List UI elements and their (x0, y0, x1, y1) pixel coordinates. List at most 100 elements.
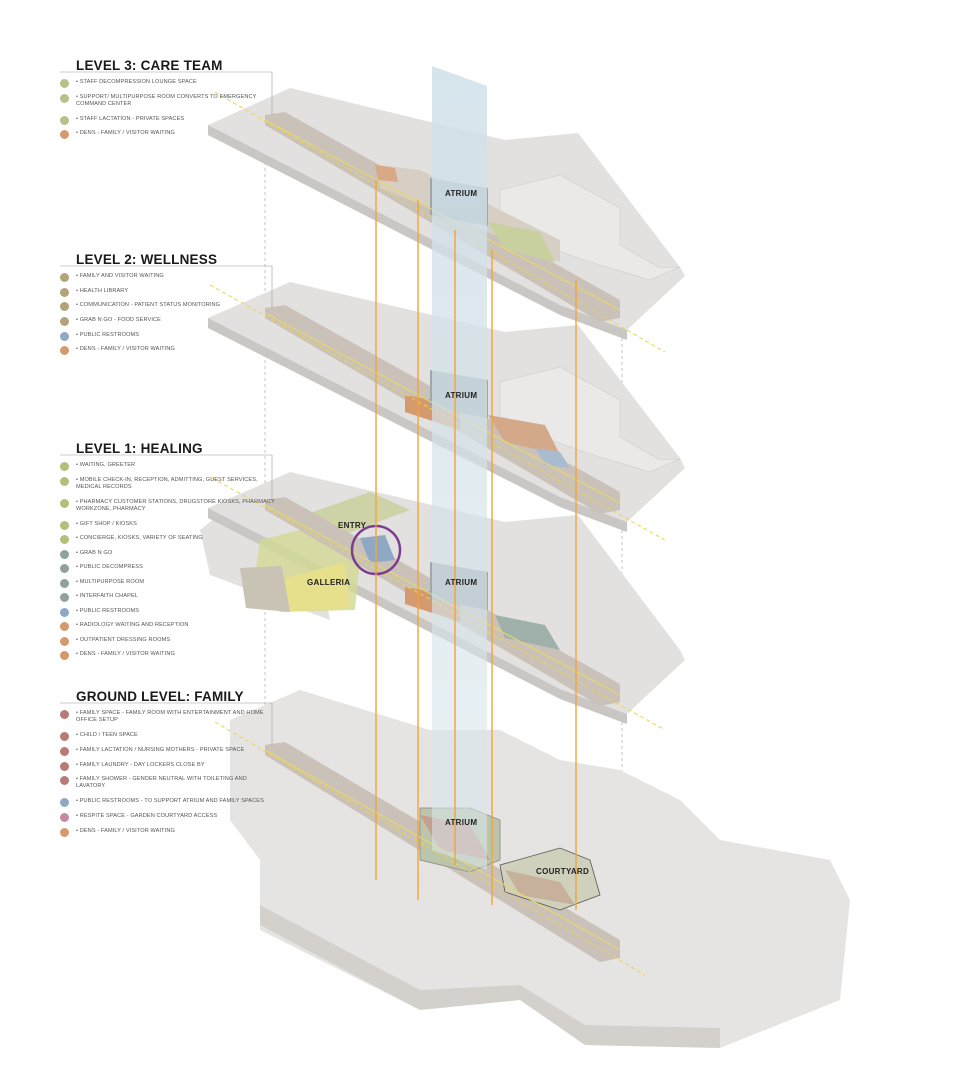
legend-item: • GRAB N GO - FOOD SERVICE (60, 317, 275, 326)
legend-swatch (60, 273, 69, 282)
legend-swatch (60, 798, 69, 807)
legend-item: • PUBLIC RESTROOMS (60, 331, 275, 341)
legend-item-label: • RADIOLOGY WAITING AND RECEPTION (76, 622, 189, 628)
legend-item: • OUTPATIENT DRESSING ROOMS (60, 636, 275, 646)
legend-swatch (60, 746, 69, 756)
legend-swatch (60, 710, 69, 719)
legend-item-label: • FAMILY SHOWER - GENDER NEUTRAL WITH TO… (76, 776, 247, 789)
legend-swatch (60, 732, 69, 741)
legend-item: • FAMILY LAUNDRY - DAY LOCKERS CLOSE BY (60, 761, 275, 771)
legend-item: • FAMILY SPACE - FAMILY ROOM WITH ENTERT… (60, 710, 275, 724)
legend-item: • DENS - FAMILY / VISITOR WAITING (60, 346, 275, 355)
legend-swatch (60, 93, 69, 103)
legend-item-label: • FAMILY AND VISITOR WAITING (76, 273, 164, 279)
legend-item-label: • GRAB N GO (76, 549, 113, 556)
legend-item-label: • PUBLIC RESTROOMS (76, 607, 140, 614)
atrium-label-level-2: ATRIUM (445, 391, 477, 400)
legend-item-label: • GIFT SHOP / KIOSKS (76, 520, 137, 527)
leader-level-2 (60, 265, 273, 308)
legend-item-label: • STAFF DECOMPRESSION LOUNGE SPACE (76, 79, 197, 85)
legend-title-ground: GROUND LEVEL: FAMILY (76, 689, 244, 704)
legend-leaders (60, 71, 273, 745)
legend-item: • WAITING, GREETER (60, 462, 275, 471)
legend-item: • GIFT SHOP / KIOSKS (60, 520, 275, 530)
legend-item-label: • STAFF LACTATION - PRIVATE SPACES (76, 115, 185, 122)
vertical-columns (375, 180, 577, 910)
legend-item-label: • PUBLIC RESTROOMS - TO SUPPORT ATRIUM A… (76, 798, 264, 804)
legend-swatch (60, 651, 69, 660)
legend-list-level-1: • WAITING, GREETER • MOBILE CHECK-IN, REC… (60, 462, 275, 660)
legend-item: • STAFF LACTATION - PRIVATE SPACES (60, 115, 275, 125)
legend-item-label: • DENS - FAMILY / VISITOR WAITING (76, 346, 175, 352)
legend-item-label: • HEALTH LIBRARY (76, 287, 129, 294)
atrium-label-level-1: ATRIUM (445, 578, 477, 587)
legend-item-label: • PUBLIC DECOMPRESS (76, 564, 143, 570)
legend-item: • PHARMACY CUSTOMER STATIONS, DRUGSTORE … (60, 498, 275, 513)
legend-item-label: • SUPPORT/ MULTIPURPOSE ROOM CONVERTS TO… (76, 93, 257, 107)
legend-item-label: • OUTPATIENT DRESSING ROOMS (76, 636, 171, 643)
legend-item-label: • CONCIERGE, KIOSKS, VARIETY OF SEATING (76, 535, 203, 541)
legend-swatch (60, 813, 69, 822)
legend-item: • PUBLIC RESTROOMS (60, 607, 275, 617)
legend-title-level-3: LEVEL 3: CARE TEAM (76, 58, 223, 73)
legend-item: • FAMILY SHOWER - GENDER NEUTRAL WITH TO… (60, 776, 275, 790)
legend-swatch (60, 520, 69, 530)
atrium-label-level-3: ATRIUM (445, 189, 477, 198)
courtyard-label: COURTYARD (536, 867, 589, 876)
legend-swatch (60, 79, 69, 88)
circulation-arrow-ground (214, 721, 646, 976)
legend-list-ground: • FAMILY SPACE - FAMILY ROOM WITH ENTERT… (60, 710, 275, 837)
legend-item-label: • CHILD / TEEN SPACE (76, 732, 138, 738)
legend-swatch (60, 776, 69, 785)
legend-item: • PUBLIC RESTROOMS - TO SUPPORT ATRIUM A… (60, 798, 275, 807)
legend-item-label: • FAMILY SPACE - FAMILY ROOM WITH ENTERT… (76, 710, 264, 723)
legend-item: • DENS - FAMILY / VISITOR WAITING (60, 130, 275, 139)
legend-swatch (60, 636, 69, 646)
legend-swatch (60, 302, 69, 311)
legend-item: • FAMILY LACTATION / NURSING MOTHERS - P… (60, 746, 275, 756)
legend-swatch (60, 346, 69, 355)
legend-swatch (60, 287, 69, 297)
legend-item-label: • MULTIPURPOSE ROOM (76, 578, 145, 585)
legend-list-level-2: • FAMILY AND VISITOR WAITING • HEALTH LIB… (60, 273, 275, 355)
floor-plate-ground (214, 690, 850, 1048)
legend-swatch (60, 593, 69, 602)
legend-item-label: • MOBILE CHECK-IN, RECEPTION, ADMITTING,… (76, 476, 258, 490)
legend-item: • DENS - FAMILY / VISITOR WAITING (60, 827, 275, 837)
legend-item: • CHILD / TEEN SPACE (60, 732, 275, 741)
legend-item-label: • DENS - FAMILY / VISITOR WAITING (76, 827, 175, 834)
legend-level-1: LEVEL 1: HEALING • WAITING, GREETER • MOB… (60, 441, 275, 666)
legend-item-label: • DENS - FAMILY / VISITOR WAITING (76, 130, 175, 136)
legend-item-label: • PUBLIC RESTROOMS (76, 331, 140, 338)
legend-item: • PUBLIC DECOMPRESS (60, 564, 275, 573)
legend-item: • DENS - FAMILY / VISITOR WAITING (60, 651, 275, 660)
galleria-label: GALLERIA (307, 578, 350, 587)
legend-swatch (60, 578, 69, 588)
leader-ground (60, 702, 273, 745)
legend-item-label: • GRAB N GO - FOOD SERVICE (76, 317, 161, 323)
legend-level-2: LEVEL 2: WELLNESS • FAMILY AND VISITOR W… (60, 252, 275, 361)
legend-swatch (60, 607, 69, 617)
legend-swatch (60, 622, 69, 631)
leader-level-3 (60, 71, 273, 115)
legend-swatch (60, 462, 69, 471)
legend-item-label: • DENS - FAMILY / VISITOR WAITING (76, 651, 175, 657)
legend-item: • MULTIPURPOSE ROOM (60, 578, 275, 588)
legend-item-label: • WAITING, GREETER (76, 462, 136, 468)
legend-title-level-1: LEVEL 1: HEALING (76, 441, 203, 456)
legend-item: • STAFF DECOMPRESSION LOUNGE SPACE (60, 79, 275, 88)
legend-list-level-3: • STAFF DECOMPRESSION LOUNGE SPACE • SUPP… (60, 79, 275, 139)
legend-item: • FAMILY AND VISITOR WAITING (60, 273, 275, 282)
legend-item-label: • FAMILY LAUNDRY - DAY LOCKERS CLOSE BY (76, 761, 205, 768)
legend-item-label: • FAMILY LACTATION / NURSING MOTHERS - P… (76, 746, 245, 753)
legend-item: • INTERFAITH CHAPEL (60, 593, 275, 602)
legend-swatch (60, 535, 69, 544)
legend-item: • SUPPORT/ MULTIPURPOSE ROOM CONVERTS TO… (60, 93, 275, 108)
legend-level-3: LEVEL 3: CARE TEAM • STAFF DECOMPRESSION… (60, 58, 275, 145)
legend-item: • COMMUNICATION - PATIENT STATUS MONITOR… (60, 302, 275, 311)
legend-item: • CONCIERGE, KIOSKS, VARIETY OF SEATING (60, 535, 275, 544)
legend-swatch (60, 549, 69, 559)
legend-item-label: • INTERFAITH CHAPEL (76, 593, 138, 599)
legend-item: • MOBILE CHECK-IN, RECEPTION, ADMITTING,… (60, 476, 275, 491)
